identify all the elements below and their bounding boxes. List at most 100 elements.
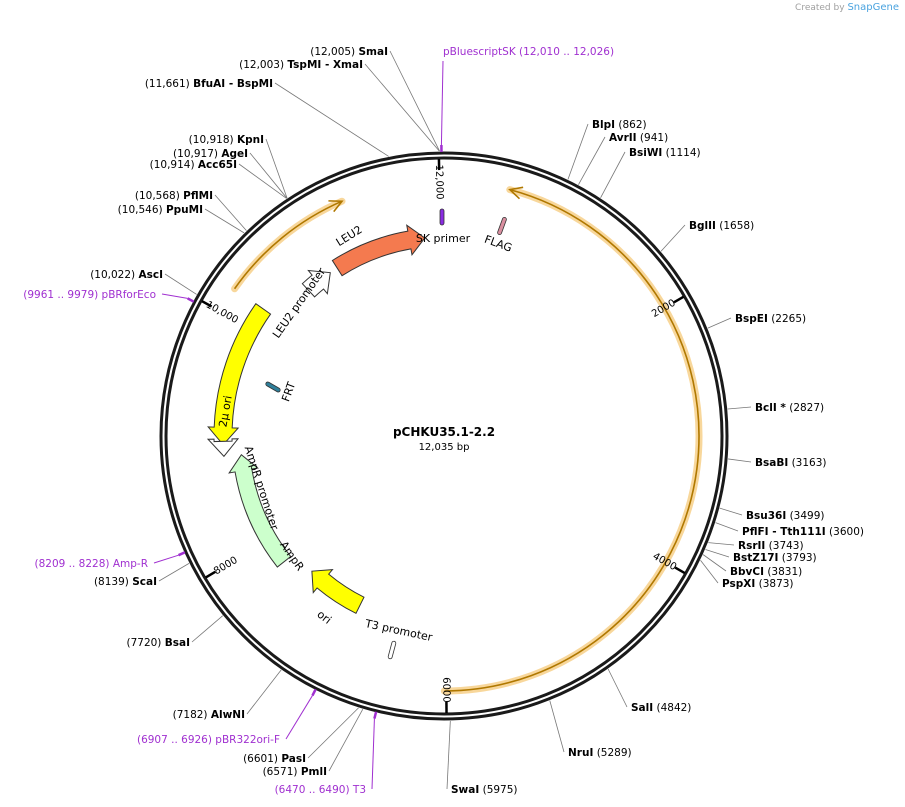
site-text: BsaBI (3163)	[755, 457, 827, 469]
ampr-feature[interactable]	[228, 453, 292, 568]
site-leader-line	[705, 549, 730, 558]
flag-label: FLAG	[483, 233, 514, 255]
site-label-bglii[interactable]: BglII (1658)	[689, 220, 754, 232]
leu2-promoter-feature[interactable]	[301, 269, 331, 298]
site-label-bstz17i[interactable]: BstZ17I (3793)	[733, 552, 817, 564]
site-leader-line	[364, 63, 440, 152]
ori-label: ori	[315, 608, 334, 627]
primer-sites: pBluescriptSK (12,010 .. 12,026) (9961 ..…	[23, 46, 614, 796]
site-leader-line	[389, 50, 440, 152]
site-label-blpi[interactable]: BlpI (862)	[592, 119, 647, 131]
scale-label-4: 10,000	[204, 299, 240, 326]
site-label-bfuai[interactable]: (11,661) BfuAI - BspMI	[145, 78, 273, 90]
primer-label-pbrforeco[interactable]: (9961 .. 9979) pBRforEco	[23, 289, 156, 301]
site-label-bsai[interactable]: (7720) BsaI	[126, 637, 190, 649]
site-label-ppumi[interactable]: (10,546) PpuMI	[118, 204, 203, 216]
primer-leader-line	[371, 718, 375, 790]
site-leader-line	[607, 668, 628, 708]
site-label-pmli[interactable]: (6571) PmlI	[263, 766, 327, 778]
primer-label-t3[interactable]: (6470 .. 6490) T3	[275, 784, 366, 796]
site-text: (10,918) KpnI	[189, 134, 264, 146]
scale-tick-1	[674, 566, 686, 575]
site-label-tspmi[interactable]: (12,003) TspMI - XmaI	[239, 59, 363, 71]
site-leader-line	[307, 707, 359, 759]
primer-mark	[311, 688, 317, 697]
site-label-pasi[interactable]: (6601) PasI	[243, 753, 306, 765]
snapgene-credit: Created by SnapGene	[795, 2, 899, 13]
site-leader-line	[727, 406, 752, 410]
sk-primer-label: SK primer	[416, 232, 471, 245]
site-label-bbvci[interactable]: BbvCI (3831)	[730, 566, 802, 578]
site-label-agei[interactable]: (10,917) AgeI	[173, 148, 248, 160]
frt-label: FRT	[279, 380, 298, 403]
site-label-alwni[interactable]: (7182) AlwNI	[173, 709, 245, 721]
primer-label-ampr[interactable]: (8209 .. 8228) Amp-R	[35, 558, 149, 570]
site-label-bsu36i[interactable]: Bsu36I (3499)	[746, 510, 825, 522]
scale-tick-3	[205, 570, 216, 579]
ampr-promoter-feature[interactable]	[206, 438, 240, 458]
site-label-bspei[interactable]: BspEI (2265)	[735, 313, 806, 325]
site-leader-line	[158, 562, 190, 582]
site-label-kpni[interactable]: (10,918) KpnI	[189, 134, 264, 146]
site-text: (10,546) PpuMI	[118, 204, 203, 216]
site-label-rsrii[interactable]: RsrII (3743)	[738, 540, 804, 552]
outer-strand	[159, 151, 729, 721]
orf-arc-large[interactable]	[444, 188, 700, 692]
frt-marker[interactable]	[265, 381, 281, 393]
site-leader-line	[246, 669, 282, 715]
site-leader-line	[249, 152, 288, 199]
leu2-feature[interactable]	[331, 224, 426, 277]
two-micron-ori-label: 2μ ori	[216, 395, 234, 429]
site-leader-line	[446, 720, 451, 790]
orf-arc-small[interactable]	[233, 200, 343, 290]
site-label-bcli[interactable]: BclI * (2827)	[755, 402, 824, 414]
site-text: SalI (4842)	[631, 702, 691, 714]
site-leader-line	[708, 542, 735, 546]
site-label-scai[interactable]: (8139) ScaI	[94, 576, 157, 588]
primer-label-pbr322orif[interactable]: (6907 .. 6926) pBR322ori-F	[137, 734, 280, 746]
site-text: (10,914) Acc65I	[150, 159, 237, 171]
site-text: Bsu36I (3499)	[746, 510, 825, 522]
t3-promoter-marker[interactable]	[387, 640, 397, 660]
primer-leader-line	[153, 554, 179, 564]
primer-label-pbluescriptsk[interactable]: pBluescriptSK (12,010 .. 12,026)	[443, 46, 614, 58]
site-text: (6601) PasI	[243, 753, 306, 765]
site-text: (7720) BsaI	[126, 637, 190, 649]
site-leader-line	[700, 560, 719, 584]
site-leader-line	[702, 554, 727, 572]
site-label-swai[interactable]: SwaI (5975)	[451, 784, 518, 796]
site-label-nrui[interactable]: NruI (5289)	[568, 747, 632, 759]
site-text: (10,568) PflMI	[135, 190, 213, 202]
site-label-bsiwi[interactable]: BsiWI (1114)	[629, 147, 701, 159]
site-label-acc65i[interactable]: (10,914) Acc65I	[150, 159, 237, 171]
site-leader-line	[238, 163, 287, 199]
site-text: BbvCI (3831)	[730, 566, 802, 578]
t3-promoter-label: T3 promoter	[363, 617, 434, 644]
site-label-avrii[interactable]: AvrII (941)	[609, 132, 668, 144]
site-leader-line	[719, 507, 743, 516]
site-label-sali[interactable]: SalI (4842)	[631, 702, 691, 714]
two-micron-ori-feature[interactable]	[207, 303, 272, 446]
site-label-smai[interactable]: (12,005) SmaI	[310, 46, 388, 58]
site-label-pflmi[interactable]: (10,568) PflMI	[135, 190, 213, 202]
site-leader-line	[274, 82, 389, 157]
site-label-asci[interactable]: (10,022) AscI	[90, 269, 163, 281]
site-leader-line	[600, 151, 626, 199]
site-text: PflFI - Tth111I (3600)	[742, 526, 864, 538]
site-label-bsabi[interactable]: BsaBI (3163)	[755, 457, 827, 469]
scale-label-5: 12,000	[433, 164, 445, 199]
site-leader-line	[328, 708, 364, 772]
site-text: (11,661) BfuAI - BspMI	[145, 78, 273, 90]
primer-leader-line	[440, 60, 444, 146]
credit-prefix: Created by	[795, 3, 845, 13]
sk-primer-marker[interactable]	[439, 208, 445, 226]
plasmid-length: 12,035 bp	[419, 442, 470, 453]
flag-marker[interactable]	[497, 217, 507, 235]
ori-feature[interactable]	[311, 568, 365, 615]
site-label-pflfi[interactable]: PflFI - Tth111I (3600)	[742, 526, 864, 538]
site-label-pspxi[interactable]: PspXI (3873)	[722, 578, 794, 590]
primer-leader-line	[161, 293, 188, 299]
primer-mark	[373, 711, 378, 719]
